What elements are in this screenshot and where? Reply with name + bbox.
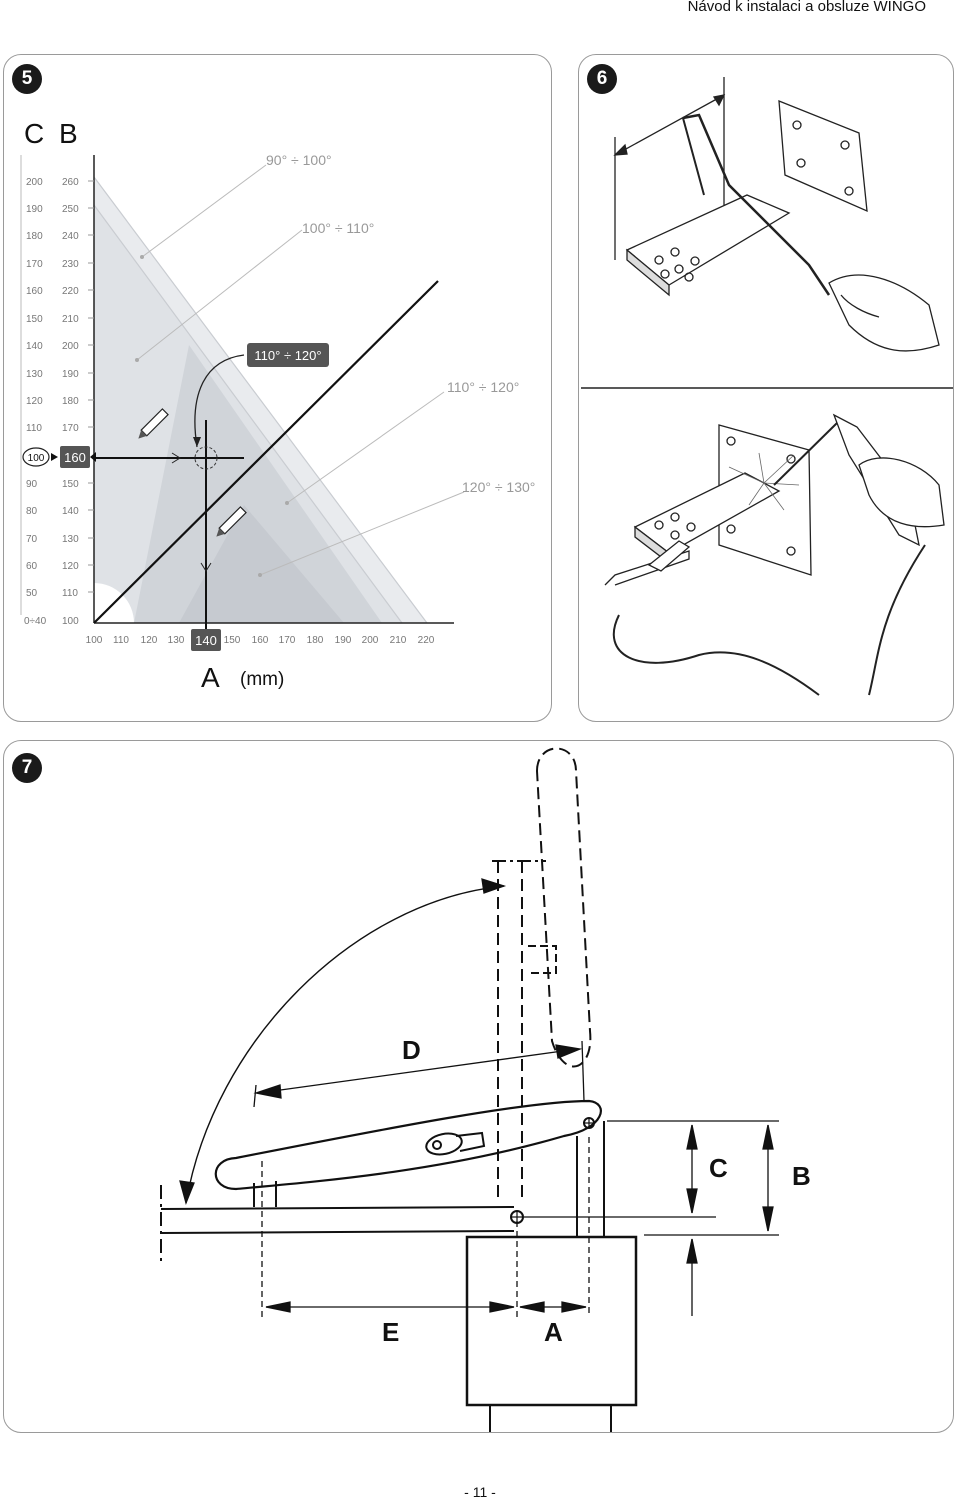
- b-tick: 140: [62, 506, 79, 517]
- x-tick: 180: [307, 635, 324, 646]
- marker-a-140: 140: [191, 629, 221, 651]
- zone-120-130: [179, 505, 344, 623]
- b-tick: 120: [62, 561, 79, 572]
- c-tick: 150: [26, 314, 43, 325]
- column-c-header: C: [24, 118, 44, 149]
- zone-label-100-110: 100° ÷ 110°: [302, 220, 374, 236]
- x-tick: 170: [279, 635, 296, 646]
- page-number: - 11 -: [464, 1484, 496, 1500]
- gate-leaf-bottom: [160, 1230, 515, 1234]
- x-tick: 220: [418, 635, 435, 646]
- b-tick: 110: [62, 588, 78, 599]
- dimension-label-c: C: [709, 1153, 728, 1183]
- c-tick: 70: [26, 534, 38, 545]
- figure-7-diagram: D E A C B: [160, 747, 811, 1432]
- c-tick: 90: [26, 479, 38, 490]
- swing-arc: [185, 885, 505, 1204]
- figure-6-panel: 6: [578, 54, 954, 722]
- b-tick: 230: [62, 259, 79, 270]
- diagonal-line: [93, 280, 439, 624]
- marker-b-160: 160: [60, 446, 90, 468]
- x-tick: 120: [141, 635, 158, 646]
- x-axis-label: A: [201, 662, 220, 693]
- zone-110-120: [134, 345, 382, 623]
- gate-leaf-top: [160, 1206, 515, 1210]
- svg-text:100: 100: [28, 453, 45, 464]
- dimension-label-d: D: [402, 1035, 421, 1065]
- b-tick: 260: [62, 177, 79, 188]
- b-tick-marks: [88, 180, 94, 593]
- figure-5-diagram: C B 200 190 180 170 160 150 140 130 120 …: [20, 118, 535, 693]
- b-tick: 200: [62, 341, 79, 352]
- x-tick: 100: [86, 635, 103, 646]
- x-tick: 110: [113, 635, 129, 646]
- figure-6-badge: 6: [587, 64, 617, 94]
- figure-7-panel: 7: [3, 740, 954, 1433]
- c-tick: 130: [26, 369, 43, 380]
- c-tick: 120: [26, 396, 43, 407]
- c-tick: 170: [26, 259, 43, 270]
- c-scale: 200 190 180 170 160 150 140 130 120 110 …: [24, 177, 47, 627]
- c-tick: 0÷40: [24, 616, 47, 627]
- b-tick: 150: [62, 479, 79, 490]
- figure-6-illustration: [581, 77, 953, 696]
- figure-5-panel: 5: [3, 54, 552, 722]
- svg-text:140: 140: [195, 633, 217, 648]
- c-tick: 140: [26, 341, 43, 352]
- b-tick: 170: [62, 423, 79, 434]
- pencil-icon-lower: [216, 506, 247, 537]
- zone-label-120-130: 120° ÷ 130°: [462, 479, 535, 495]
- b-tick: 130: [62, 534, 79, 545]
- column-b-header: B: [59, 118, 78, 149]
- motor-body: [214, 1099, 602, 1191]
- c-tick: 190: [26, 204, 43, 215]
- c-tick: 60: [26, 561, 38, 572]
- svg-text:110° ÷ 120°: 110° ÷ 120°: [254, 348, 321, 363]
- figure-7-badge: 7: [12, 753, 42, 783]
- x-axis-unit: (mm): [240, 669, 284, 690]
- x-tick: 130: [168, 635, 185, 646]
- pillar: [465, 1235, 638, 1407]
- motor-slot: [425, 1132, 463, 1156]
- b-tick: 100: [62, 616, 79, 627]
- dimension-label-b: B: [792, 1161, 811, 1191]
- x-tick: 190: [335, 635, 352, 646]
- svg-text:160: 160: [64, 450, 86, 465]
- motor-open-position: [535, 747, 592, 1068]
- c-tick: 50: [26, 588, 38, 599]
- welding-illustration: [604, 413, 945, 696]
- b-tick: 240: [62, 231, 79, 242]
- marker-c-100: 100: [22, 447, 50, 467]
- x-tick: 160: [252, 635, 269, 646]
- c-tick: 180: [26, 231, 43, 242]
- c-tick: 110: [26, 423, 42, 434]
- zone-label-110-120: 110° ÷ 120°: [447, 379, 519, 395]
- intersection-circle: [194, 446, 218, 470]
- dimension-label-e: E: [382, 1317, 399, 1347]
- c-tick: 160: [26, 286, 43, 297]
- c-tick: 80: [26, 506, 38, 517]
- x-tick: 200: [362, 635, 379, 646]
- document-header: Návod k instalaci a obsluze WINGO: [687, 0, 926, 15]
- x-tick: 210: [390, 635, 407, 646]
- b-scale: 260 250 240 230 220 210 200 190 180 170 …: [62, 177, 79, 627]
- b-tick: 250: [62, 204, 79, 215]
- c-tick: 200: [26, 177, 43, 188]
- x-scale: 100 110 120 130 150 160 170 180 190 200 …: [86, 635, 435, 646]
- zone-label-highlight: 110° ÷ 120°: [247, 343, 329, 367]
- b-tick: 210: [62, 314, 79, 325]
- b-tick: 220: [62, 286, 79, 297]
- b-tick: 190: [62, 369, 79, 380]
- callout-arrow: [194, 354, 245, 448]
- b-tick: 180: [62, 396, 79, 407]
- x-tick: 150: [224, 635, 241, 646]
- zone-label-90-100: 90° ÷ 100°: [266, 152, 332, 168]
- bracket-cut-illustration: [613, 77, 940, 352]
- dimension-label-a: A: [544, 1317, 563, 1347]
- figure-5-badge: 5: [12, 64, 42, 94]
- gate-open-position: [497, 861, 523, 1203]
- pencil-icon-upper: [138, 408, 169, 439]
